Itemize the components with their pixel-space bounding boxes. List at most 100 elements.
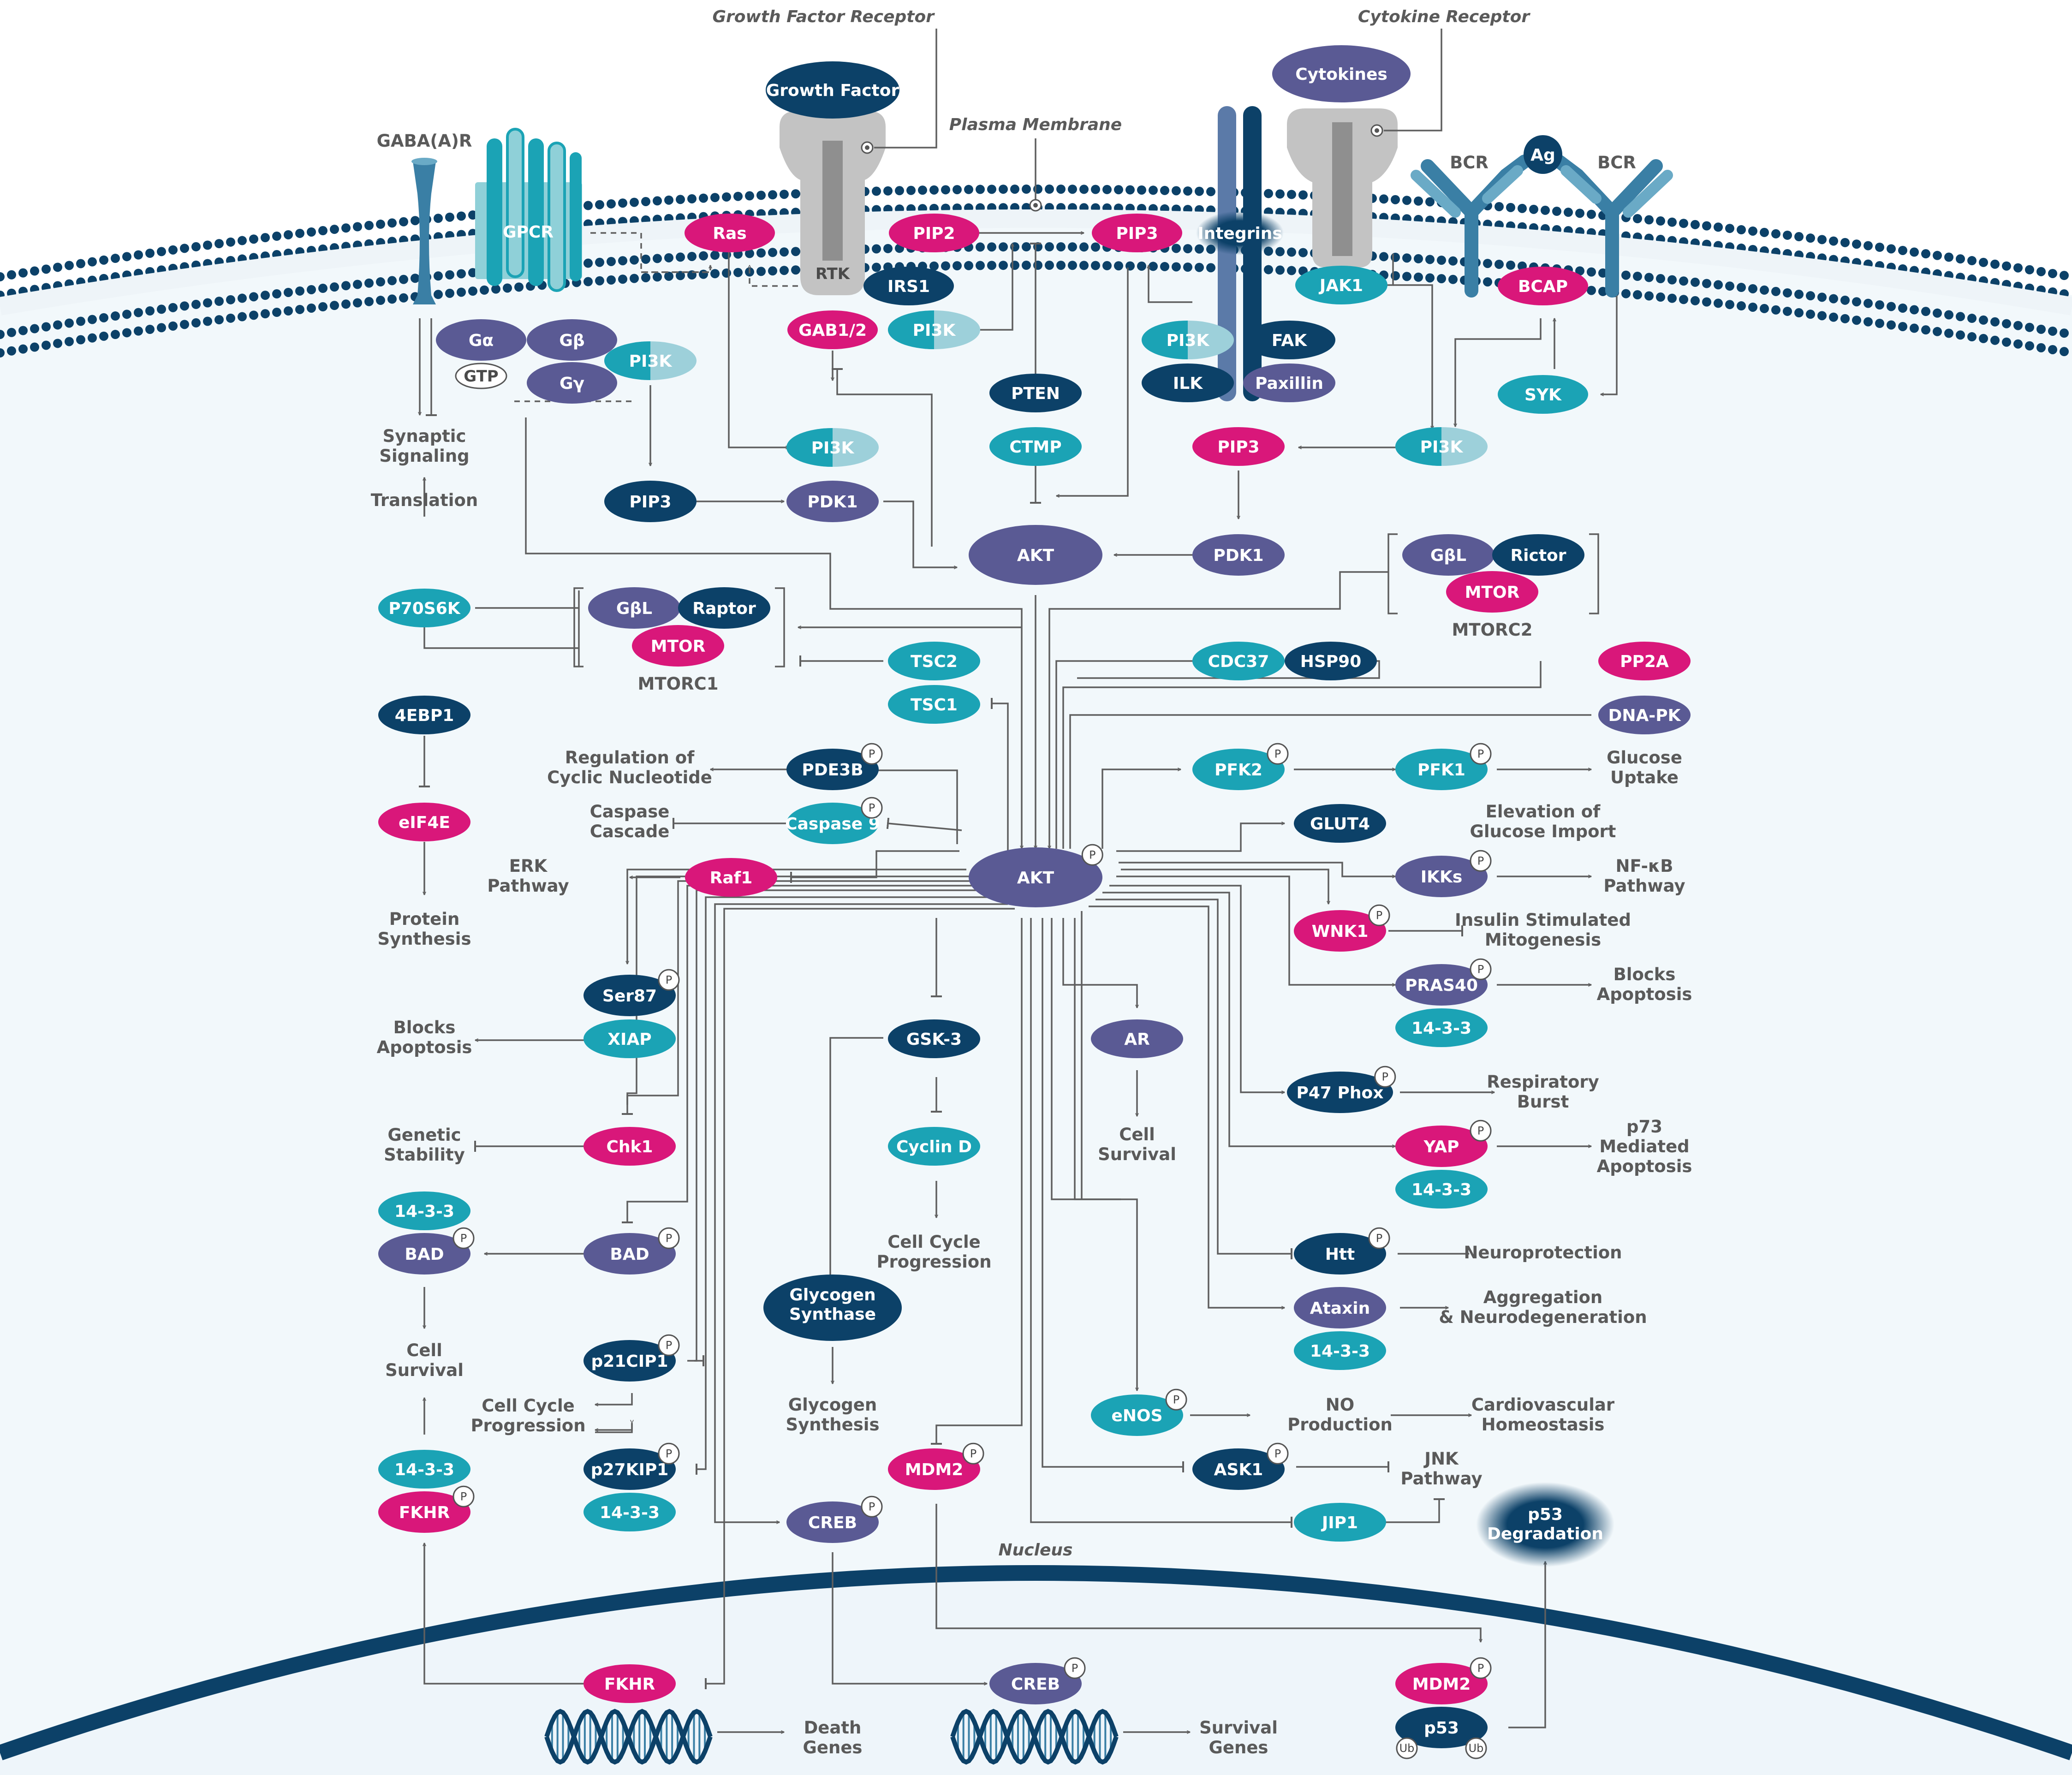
membrane-lipid	[1875, 242, 1884, 252]
membrane-lipid	[157, 323, 166, 333]
membrane-lipid	[2048, 326, 2057, 336]
gtp-shape	[455, 363, 507, 389]
membrane-lipid	[111, 330, 120, 340]
node-g-gamma: Gγ	[527, 362, 617, 404]
gabaar-channel	[413, 161, 436, 304]
antigen-label: Ag	[1530, 146, 1555, 165]
node-shape	[1192, 642, 1285, 680]
node-label: PI3K	[629, 352, 673, 371]
membrane-lipid	[1794, 232, 1804, 242]
membrane-lipid	[2036, 324, 2046, 334]
membrane-lipid	[1068, 185, 1077, 194]
phospho-badge: P	[970, 1447, 976, 1460]
membrane-lipid	[1644, 215, 1654, 225]
node-raf1: Raf1	[685, 858, 777, 897]
membrane-lipid	[514, 282, 524, 292]
node-label: Caspase 9	[785, 815, 880, 834]
membrane-lipid	[1737, 225, 1746, 235]
membrane-lipid	[2025, 265, 2034, 274]
membrane-lipid	[249, 310, 258, 320]
membrane-lipid	[1933, 250, 1942, 260]
badge-circle	[1470, 1657, 1492, 1679]
membrane-lipid	[2013, 321, 2023, 330]
membrane-lipid	[1898, 303, 1907, 313]
badge-circle	[658, 969, 680, 991]
growth-factor-receptor-label: Growth Factor Receptor	[712, 7, 935, 26]
membrane-lipid	[780, 266, 789, 275]
membrane-lipid	[999, 185, 1008, 194]
node-glow	[1476, 1482, 1614, 1567]
node-shape	[786, 749, 879, 790]
membrane-lipid	[42, 322, 51, 332]
membrane-lipid	[2060, 271, 2069, 280]
membrane-lipid	[607, 275, 616, 285]
node-shape	[1294, 1233, 1386, 1275]
membrane-lipid	[1840, 295, 1850, 305]
membrane-lipid	[1137, 261, 1146, 271]
membrane-lipid	[641, 273, 650, 282]
membrane-lipid	[964, 261, 973, 270]
membrane-lipid	[1875, 300, 1884, 310]
membrane-lipid	[1656, 216, 1665, 226]
label-translation: Translation	[371, 490, 478, 510]
membrane-lipid	[895, 186, 904, 196]
node-label: Growth Factor	[766, 81, 899, 100]
node-label: Ataxin	[1310, 1299, 1370, 1318]
node-shape	[888, 1127, 980, 1166]
node-shape	[989, 374, 1082, 412]
membrane-lipid	[214, 239, 224, 249]
membrane-lipid	[1806, 233, 1815, 243]
membrane-lipid	[387, 294, 397, 304]
node-shape	[1192, 534, 1285, 576]
node-label: 14-3-3	[1411, 1019, 1471, 1038]
membrane-lipid	[976, 242, 985, 252]
membrane-lipid	[1033, 261, 1042, 270]
node-label: CDC37	[1208, 652, 1269, 671]
antigen-shape	[1524, 135, 1562, 174]
membrane-lipid	[2060, 347, 2069, 357]
node-ataxin: Ataxin	[1294, 1287, 1386, 1328]
membrane-lipid	[745, 191, 754, 201]
node-label: PIP3	[1217, 438, 1259, 457]
membrane-lipid	[272, 289, 281, 299]
node-shape	[583, 1448, 676, 1490]
node-shape-half	[888, 310, 934, 349]
membrane-lipid	[1679, 276, 1688, 286]
node-shape	[685, 858, 777, 897]
node-g-alpha: Gα	[436, 319, 526, 361]
node-label: FKHR	[399, 1503, 450, 1522]
node-label: TSC1	[911, 696, 958, 715]
node-label: P70S6K	[388, 599, 460, 618]
membrane-lipid	[1298, 190, 1308, 200]
membrane-lipid	[1414, 272, 1423, 282]
badge-circle	[1470, 1120, 1492, 1142]
membrane-lipid	[1425, 197, 1435, 207]
membrane-lipid	[180, 320, 189, 329]
membrane-lipid	[630, 274, 639, 283]
membrane-lipid	[1783, 306, 1792, 316]
node-label: 14-3-3	[394, 1202, 454, 1221]
membrane-lipid	[1587, 286, 1596, 295]
membrane-lipid	[1702, 221, 1711, 231]
membrane-lipid	[203, 240, 212, 250]
membrane-lipid	[88, 315, 97, 324]
node-label: GβL	[616, 599, 652, 618]
membrane-lipid	[745, 249, 754, 258]
node-pdk1-left: PDK1	[786, 481, 879, 522]
membrane-lipid	[1195, 244, 1204, 254]
membrane-lipid	[1933, 308, 1942, 318]
membrane-lipid	[1575, 266, 1584, 276]
membrane-lipid	[1010, 185, 1019, 194]
node-shape	[1192, 1448, 1285, 1490]
node-glut4: GLUT4	[1294, 804, 1386, 843]
membrane-lipid	[1079, 261, 1089, 270]
label-line: Cyclic Nucleotide	[547, 768, 712, 787]
phospho-badge: P	[666, 1339, 672, 1352]
membrane-lipid	[1056, 242, 1066, 252]
node-label: Raptor	[692, 599, 756, 618]
